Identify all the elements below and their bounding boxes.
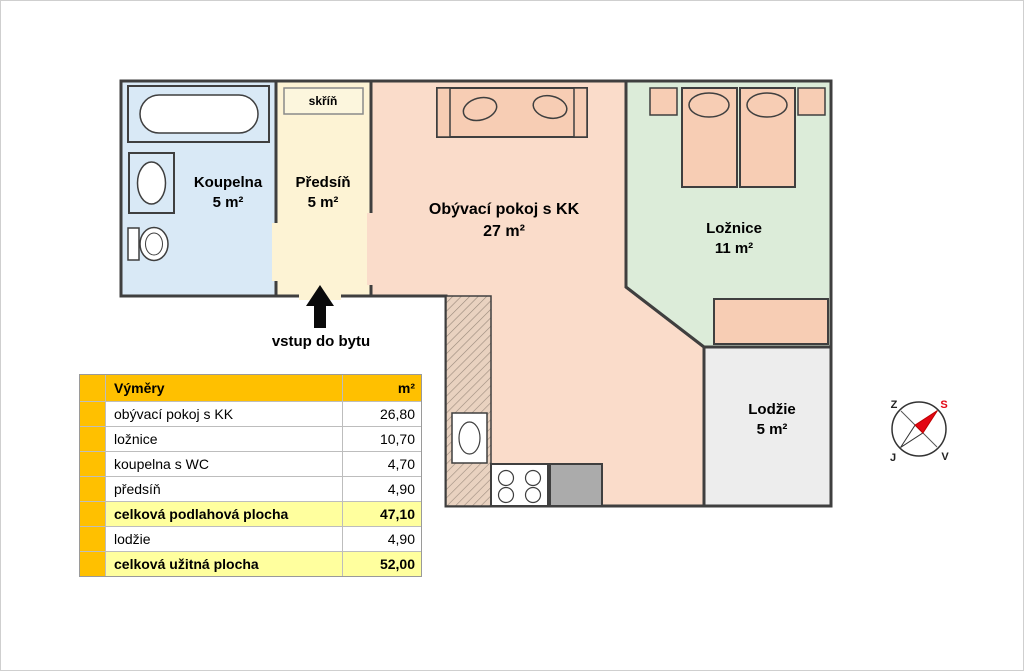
row-label: předsíň (114, 481, 161, 497)
bathtub-icon (127, 85, 270, 143)
row-value: 52,00 (342, 552, 421, 576)
chest-icon (713, 298, 829, 345)
row-label: obývací pokoj s KK (114, 406, 234, 422)
room-label-hall: Předsíň 5 m² (295, 173, 350, 213)
table-gutter (80, 402, 106, 426)
room-name: Lodžie (748, 401, 796, 418)
entrance-arrow-icon (306, 285, 334, 328)
table-row-total-usable: celková užitná plocha 52,00 (80, 551, 421, 576)
table-gutter (80, 427, 106, 451)
sofa-icon (436, 87, 588, 138)
row-label: ložnice (114, 431, 158, 447)
table-gutter (80, 527, 106, 551)
table-gutter (80, 552, 106, 576)
room-area: 5 m² (756, 421, 788, 438)
hall-living-door-gap (367, 213, 375, 285)
table-row: obývací pokoj s KK 26,80 (80, 401, 421, 426)
row-label: celková užitná plocha (114, 556, 259, 572)
row-value: 26,80 (342, 402, 421, 426)
closet-box (283, 87, 364, 115)
kitchen-counter (445, 295, 492, 507)
stove-icon (490, 463, 549, 507)
room-area: 27 m² (483, 223, 525, 240)
appliance-icon (549, 463, 603, 507)
table-gutter (80, 452, 106, 476)
room-area: 11 m² (714, 240, 754, 257)
table-row: ložnice 10,70 (80, 426, 421, 451)
compass-south-label: J (890, 452, 896, 464)
room-label-loggia: Lodžie 5 m² (748, 400, 796, 440)
row-value: 10,70 (342, 427, 421, 451)
room-loggia (702, 345, 833, 508)
table-row: lodžie 4,90 (80, 526, 421, 551)
room-label-bedroom: Ložnice 11 m² (706, 219, 762, 259)
row-label: lodžie (114, 531, 151, 547)
entrance-label: vstup do bytu (271, 333, 371, 350)
row-value: 4,90 (342, 477, 421, 501)
room-name: Obývací pokoj s KK (428, 201, 580, 218)
compass-north-label: S (940, 399, 947, 411)
bed-icon (649, 87, 826, 188)
room-name: Ložnice (706, 220, 762, 237)
room-label-bathroom: Koupelna 5 m² (194, 173, 262, 213)
table-row: předsíň 4,90 (80, 476, 421, 501)
table-gutter (80, 502, 106, 526)
sink-icon (128, 152, 175, 214)
table-unit: m² (342, 375, 421, 401)
row-label: celková podlahová plocha (114, 506, 289, 522)
pillow-icon (688, 92, 730, 118)
pillow-icon (746, 92, 788, 118)
compass-icon: Z S V J (890, 399, 949, 464)
room-name: Předsíň (295, 174, 351, 191)
row-value: 4,70 (342, 452, 421, 476)
row-value: 4,90 (342, 527, 421, 551)
table-row: koupelna s WC 4,70 (80, 451, 421, 476)
table-row-total-floor: celková podlahová plocha 47,10 (80, 501, 421, 526)
room-hall (274, 79, 373, 298)
areas-table: Výměry m² obývací pokoj s KK 26,80 ložni… (79, 374, 422, 577)
room-area: 5 m² (212, 194, 244, 211)
toilet-icon (127, 226, 169, 262)
kitchen-sink-icon (451, 412, 488, 464)
row-label: koupelna s WC (114, 456, 209, 472)
table-header-row: Výměry m² (80, 375, 421, 401)
compass-west-label: Z (891, 399, 898, 411)
table-title: Výměry (114, 380, 165, 396)
table-gutter (80, 375, 106, 401)
table-gutter (80, 477, 106, 501)
closet-label: skříň (308, 94, 338, 108)
row-value: 47,10 (342, 502, 421, 526)
room-area: 5 m² (307, 194, 339, 211)
room-name: Koupelna (193, 174, 263, 191)
room-label-living: Obývací pokoj s KK 27 m² (429, 199, 579, 243)
compass-east-label: V (941, 451, 949, 463)
bathroom-door-gap (272, 223, 280, 281)
